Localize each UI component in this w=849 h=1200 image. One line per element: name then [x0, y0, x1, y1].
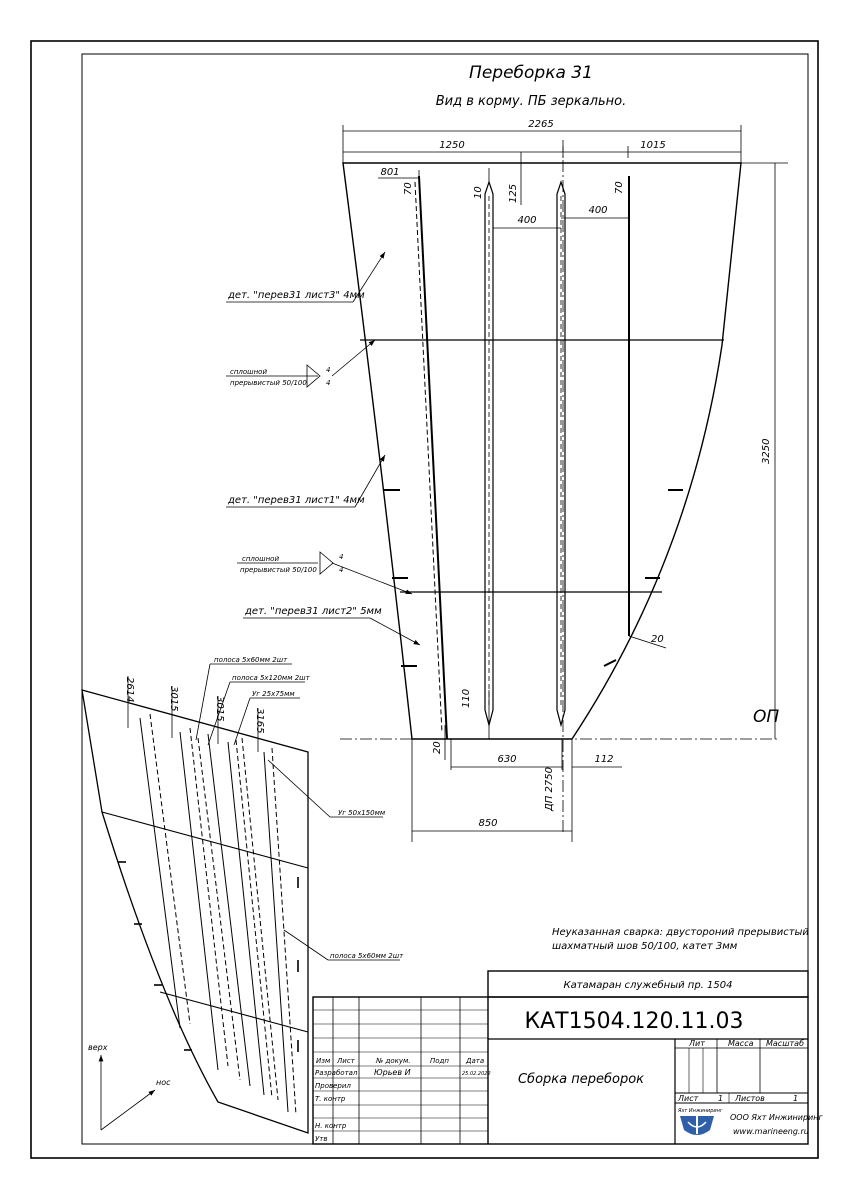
- tb-mass: Масса: [728, 1039, 754, 1048]
- weld-2-bottom: прерывистый 50/100: [240, 566, 317, 574]
- weld-1-top: сплошной: [230, 368, 267, 376]
- tb-name: Сборка переборок: [518, 1072, 644, 1087]
- tb-col-izm: Изм: [316, 1057, 331, 1065]
- left-stiffener: [418, 175, 448, 740]
- dim-dp: ДП 2750: [544, 767, 555, 812]
- tb-lit: Лит: [688, 1039, 705, 1048]
- weld-symbol-1: [306, 364, 321, 388]
- tb-scale: Масштаб: [766, 1039, 804, 1048]
- weld-2-n1: 4: [339, 553, 343, 561]
- dim-left-part: 1250: [439, 140, 464, 151]
- weld-symbol-2: [319, 551, 334, 575]
- iso-callout-strip120: полоса 5х120мм 2шт: [232, 674, 311, 682]
- iso-dim-d: 3165: [254, 708, 265, 733]
- weld-2-n2: 4: [339, 566, 343, 574]
- iso-axis-nose: нос: [156, 1078, 171, 1087]
- iso-outline: [81, 689, 309, 1134]
- iso-callout-strip60-bottom: полоса 5х60мм 2шт: [330, 952, 404, 960]
- iso-axes: [98, 1055, 156, 1131]
- label-sheet1: дет. "перев31 лист1" 4мм: [227, 495, 365, 506]
- tb-col-doc: № докум.: [375, 1057, 411, 1065]
- iso-joint-lower: [159, 991, 309, 1033]
- left-stiffener-dash: [414, 181, 443, 734]
- iso-joint-upper: [101, 811, 309, 869]
- tb-dev-name: Юрьев И: [374, 1068, 411, 1077]
- dim-20-right: 20: [651, 634, 664, 645]
- bulkhead-main-view: [226, 125, 788, 842]
- iso-dim-a: 2614: [124, 677, 135, 702]
- note-line-1: Неуказанная сварка: двустороний прерывис…: [552, 927, 809, 938]
- tb-sheets-label: Листов: [734, 1094, 765, 1103]
- weld-2-top: сплошной: [242, 555, 279, 563]
- tb-website: www.marineeng.ru: [733, 1127, 809, 1136]
- label-sheet3: дет. "перев31 лист3" 4мм: [227, 290, 365, 301]
- tb-role-ncontrol: Н. контр: [315, 1122, 347, 1130]
- drawing-subtitle: Вид в корму. ПБ зеркально.: [436, 94, 626, 109]
- vertical-stiffener-2: [556, 180, 566, 728]
- label-sheet2: дет. "перев31 лист2" 5мм: [244, 606, 382, 617]
- outer-frame: [30, 40, 819, 1159]
- leader-lines: [226, 251, 421, 646]
- tb-col-list: Лист: [336, 1057, 356, 1065]
- label-op: ОП: [753, 707, 779, 727]
- weld-1-n2: 4: [326, 379, 330, 387]
- dim-total-width: 2265: [528, 119, 553, 130]
- tb-sheet-label: Лист: [677, 1094, 699, 1103]
- company-logo-icon: [680, 1112, 714, 1135]
- tb-col-sign: Подп: [430, 1057, 449, 1065]
- iso-leaders: [127, 663, 400, 961]
- weld-1-n1: 4: [326, 366, 330, 374]
- dim-20-bottom: 20: [432, 741, 443, 754]
- edge-ticks: [383, 489, 683, 667]
- tb-code: КАТ1504.120.11.03: [524, 1009, 743, 1034]
- dim-801: 801: [380, 167, 399, 178]
- dim-630: 630: [497, 754, 516, 765]
- iso-dim-c: 3015: [214, 696, 225, 721]
- iso-callout-angle50: Уг 50х150мм: [338, 809, 386, 817]
- note-line-2: шахматный шов 50/100, катет 3мм: [552, 941, 738, 952]
- tb-company: ООО Яхт Инжиниринг: [730, 1113, 823, 1122]
- tb-role-dev: Разработал: [315, 1069, 358, 1077]
- tb-project: Катамаран служебный пр. 1504: [564, 979, 733, 991]
- dim-400-a: 400: [517, 215, 536, 226]
- dim-112: 112: [594, 754, 613, 765]
- tb-dev-date: 25.02.2022: [462, 1071, 491, 1077]
- dim-850: 850: [478, 818, 497, 829]
- dimension-lines: [342, 125, 788, 842]
- tb-role-tcontrol: Т. контр: [315, 1095, 346, 1103]
- tb-role-approve: Утв: [315, 1135, 327, 1143]
- dim-right-part: 1015: [640, 140, 665, 151]
- tb-sheets-value: 1: [793, 1094, 798, 1103]
- tb-sheet-value: 1: [718, 1094, 723, 1103]
- tb-col-date: Дата: [465, 1057, 484, 1065]
- iso-callout-strip60-top: полоса 5х60мм 2шт: [214, 656, 288, 664]
- iso-ticks: [118, 861, 299, 1052]
- iso-stiffeners: [139, 713, 297, 1116]
- weld-1-bottom: прерывистый 50/100: [230, 379, 307, 387]
- bulkhead-outline: [342, 162, 742, 740]
- dim-70-left: 70: [403, 182, 414, 195]
- dim-10: 10: [473, 186, 484, 199]
- iso-axis-up: верх: [88, 1043, 108, 1052]
- drawing-title: Переборка 31: [469, 63, 593, 83]
- title-block: [312, 970, 809, 1145]
- tb-role-check: Проверил: [315, 1082, 351, 1090]
- dim-70-right: 70: [614, 181, 625, 194]
- iso-callout-angle25: Уг 25х75мм: [252, 690, 295, 698]
- dim-height: 3250: [761, 439, 772, 464]
- dim-110: 110: [461, 689, 472, 708]
- dim-400-b: 400: [588, 205, 607, 216]
- tb-logo-text: Яхт Инжиниринг: [677, 1108, 723, 1114]
- isometric-view: [81, 663, 400, 1134]
- dim-125: 125: [508, 184, 519, 203]
- iso-dim-b: 3015: [168, 686, 179, 711]
